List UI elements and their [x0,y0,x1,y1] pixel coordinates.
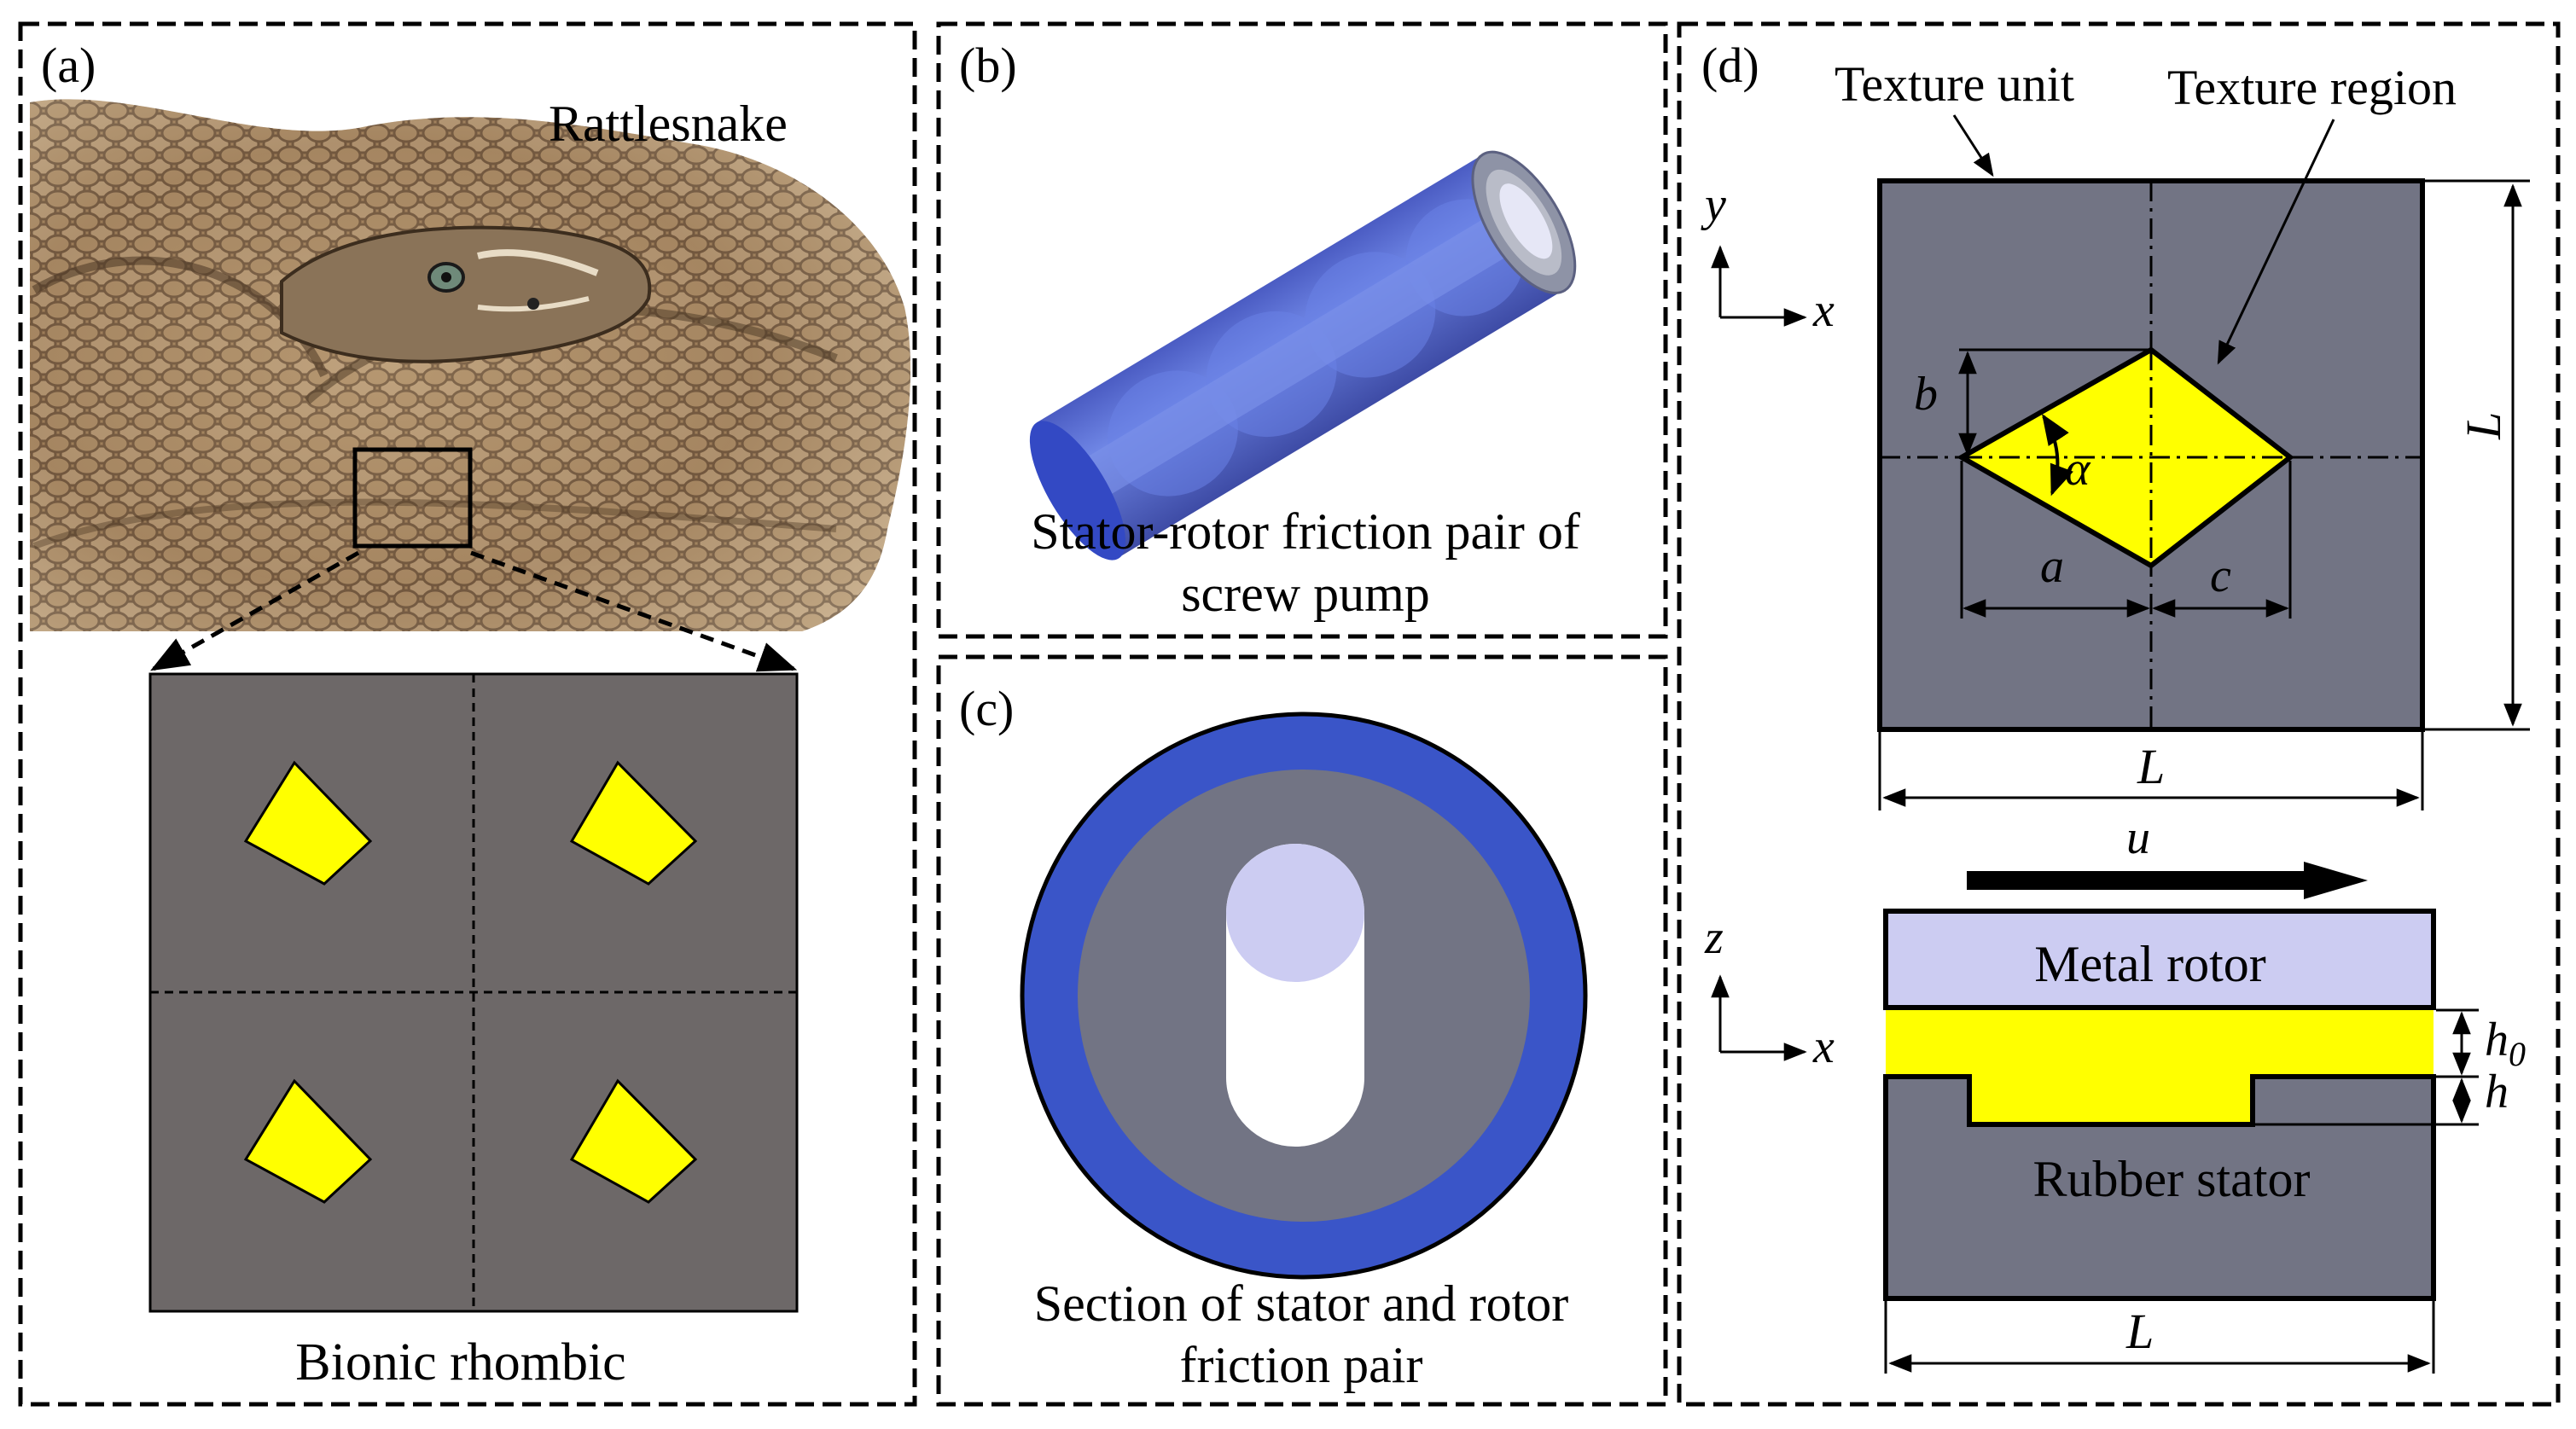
panel-a: (a) Rattlesnake Bionic rhombic [30,38,911,1391]
panel-a-label: (a) [41,38,96,93]
dim-L-right-label: L [2456,412,2511,440]
rattlesnake-photo [30,99,911,632]
panel-b-caption-line1: Stator-rotor friction pair of [1031,503,1580,560]
panel-d: (d) Texture unit Texture region y x b α … [1701,38,2530,1374]
axis-y-label: y [1701,178,1726,231]
panel-b-frame [936,21,1668,639]
velocity-label: u [2126,811,2150,864]
panel-d-frame [1677,21,2561,1407]
texture-region-arrow [2217,119,2335,365]
axis-x-bottom-label: x [1812,1020,1835,1073]
dim-h0-label: h0 [2485,1014,2526,1073]
rhombic-texture-4 [569,1078,698,1204]
zoom-line-right [470,550,798,672]
axis-x-top-label: x [1812,284,1835,337]
bionic-rhombic-caption: Bionic rhombic [295,1333,625,1391]
metal-rotor [1883,909,2436,1010]
panel-b-label: (b) [959,38,1017,93]
dim-c-label: c [2210,549,2231,602]
panel-c: (c) Section of stator and rotor friction… [959,681,1588,1393]
rattlesnake-label: Rattlesnake [549,96,788,152]
panel-b: (b) Stator-rotor friction pair of screw … [959,38,1580,622]
metal-rotor-label: Metal rotor [2034,936,2266,992]
lubricant-film [1886,1010,2434,1124]
dim-L-section-label: L [2125,1304,2154,1359]
scale-selection-box [352,447,473,549]
panel-c-frame [936,654,1668,1407]
panel-c-caption-line2: friction pair [1180,1337,1423,1393]
dim-alpha-label: α [2065,443,2091,496]
axis-z-label: z [1704,911,1724,964]
dim-b-label: b [1914,368,1938,421]
alpha-arc [2042,413,2073,497]
rhombic-texture-1 [243,760,373,886]
texture-unit-label: Texture unit [1835,56,2074,112]
rhombic-texture-3 [243,1078,373,1204]
dim-h-label: h [2485,1066,2509,1118]
rubber-stator-label: Rubber stator [2033,1151,2311,1207]
rubber-stator [1883,1074,2436,1301]
panel-a-frame [18,21,917,1407]
screw-pump-cylinder [1029,150,1577,561]
rotor-section [1226,844,1364,982]
dim-L-bottom-label: L [2137,739,2165,794]
panel-c-caption-line1: Section of stator and rotor [1034,1275,1569,1332]
zoom-line-left [150,550,360,671]
panel-b-caption-line2: screw pump [1181,566,1430,622]
panel-c-label: (c) [959,681,1014,736]
panel-d-label: (d) [1701,38,1759,93]
texture-region-label: Texture region [2167,60,2457,115]
texture-unit-arrow [1952,114,1994,177]
rhombic-texture-2 [569,760,698,886]
dim-a-label: a [2040,540,2064,593]
